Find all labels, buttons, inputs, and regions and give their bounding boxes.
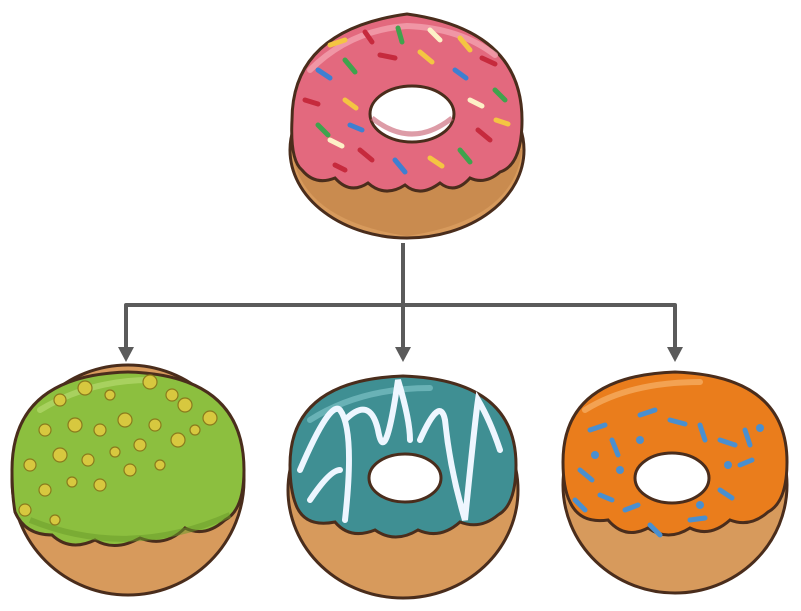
- gold-flakes: [18, 374, 218, 526]
- donut-pink-sprinkles: [288, 12, 526, 240]
- blue-sprinkles: [572, 407, 764, 538]
- donut-hole: [367, 452, 443, 504]
- donut-orange-blue-sprinkles: [561, 370, 789, 595]
- connector-tree: [118, 243, 683, 362]
- arrowhead-right: [667, 347, 683, 362]
- frosting-green: [10, 370, 246, 547]
- donut-hole: [633, 451, 711, 505]
- donut-green-gold-flakes: [10, 363, 246, 597]
- white-drizzle: [297, 379, 503, 523]
- arrowhead-middle: [395, 347, 411, 362]
- donut-teal-drizzle: [286, 374, 520, 600]
- rainbow-sprinkles: [302, 25, 511, 175]
- arrowhead-left: [118, 347, 134, 362]
